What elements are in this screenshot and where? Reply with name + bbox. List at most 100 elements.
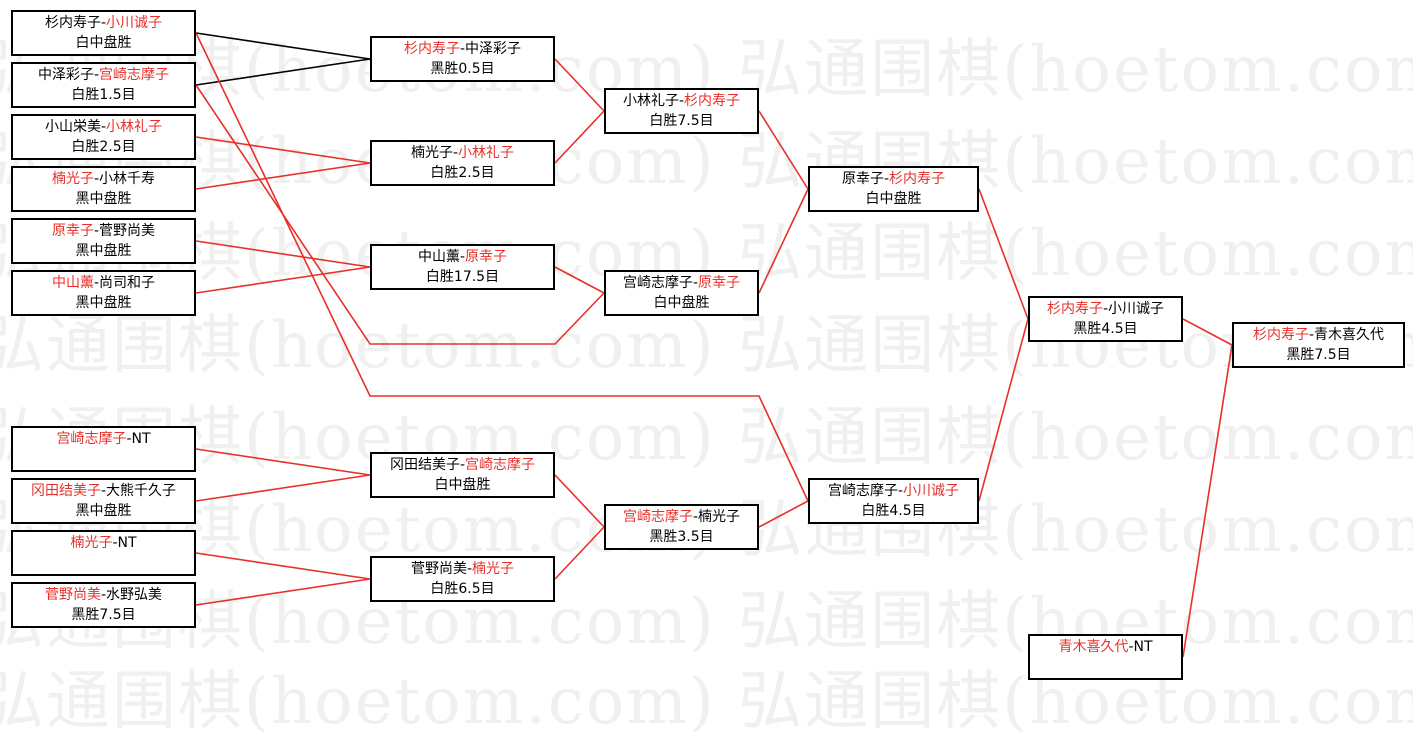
match-players: 小林礼子-杉内寿子 <box>606 91 757 111</box>
player-1: 楠光子 <box>410 145 453 161</box>
match-result: 白胜1.5目 <box>71 87 136 103</box>
player-1: 宫崎志摩子 <box>622 275 693 291</box>
match-players: 宫崎志摩子-NT <box>13 429 194 449</box>
player-2: NT <box>1133 639 1153 655</box>
match-box-r4a: 原幸子-杉内寿子白中盘胜 <box>808 166 979 212</box>
player-separator: - <box>459 249 466 265</box>
connector-r2c-to-r3b <box>554 266 605 294</box>
player-1: 原幸子 <box>841 171 884 187</box>
player-1: 菅野尚美 <box>44 587 101 603</box>
player-1: 冈田结美子 <box>30 483 101 499</box>
connector-r2e-to-r3c <box>554 526 605 580</box>
player-separator: - <box>459 457 466 473</box>
player-separator: - <box>93 67 100 83</box>
connector-r2b-to-r3a <box>554 110 605 164</box>
player-1: 中山薰 <box>51 275 94 291</box>
connector-r1a-to-r4b <box>195 32 809 502</box>
connector-r3a-to-r4a <box>758 110 809 190</box>
match-box-r2a: 杉内寿子-中泽彩子黑胜0.5目 <box>370 36 555 82</box>
player-1: 杉内寿子 <box>44 15 101 31</box>
player-separator: - <box>100 483 107 499</box>
connector-r6b-to-final <box>1182 344 1233 658</box>
player-separator: - <box>93 171 100 187</box>
player-separator: - <box>100 587 107 603</box>
player-1: 杉内寿子 <box>1046 301 1103 317</box>
match-players: 青木喜久代-NT <box>1030 637 1181 657</box>
connector-r1h-to-r2d <box>195 474 371 502</box>
match-result: 黑中盘胜 <box>75 243 132 259</box>
match-result: 黑中盘胜 <box>75 503 132 519</box>
player-2: 小川诚子 <box>106 15 163 31</box>
match-box-final: 杉内寿子-青木喜久代黑胜7.5目 <box>1232 322 1405 368</box>
connector-r1i-to-r2e <box>195 552 371 580</box>
match-players: 小山栄美-小林礼子 <box>13 117 194 137</box>
player-1: 小山栄美 <box>44 119 101 135</box>
connector-r1c-to-r2b <box>195 136 371 164</box>
match-players: 楠光子-NT <box>13 533 194 553</box>
player-1: 青木喜久代 <box>1058 639 1129 655</box>
connector-r1g-to-r2d <box>195 448 371 476</box>
connector-r1a-to-r2a <box>195 32 371 60</box>
connector-r3b-to-r4a <box>758 188 809 294</box>
player-2: NT <box>117 535 137 551</box>
match-players: 楠光子-小林礼子 <box>372 143 553 163</box>
player-2: 中泽彩子 <box>465 41 522 57</box>
match-players: 菅野尚美-水野弘美 <box>13 585 194 605</box>
match-result: 黑胜0.5目 <box>430 61 495 77</box>
player-separator: - <box>1102 301 1109 317</box>
match-result: 白中盘胜 <box>865 191 922 207</box>
match-box-r1j: 菅野尚美-水野弘美黑胜7.5目 <box>11 582 196 628</box>
player-separator: - <box>897 483 904 499</box>
match-players: 楠光子-小林千寿 <box>13 169 194 189</box>
match-box-r1b: 中泽彩子-宫崎志摩子白胜1.5目 <box>11 62 196 108</box>
connector-r1f-to-r2c <box>195 266 371 294</box>
player-2: 青木喜久代 <box>1314 327 1385 343</box>
player-2: 菅野尚美 <box>99 223 156 239</box>
match-players: 杉内寿子-中泽彩子 <box>372 39 553 59</box>
player-1: 冈田结美子 <box>389 457 460 473</box>
match-players: 杉内寿子-青木喜久代 <box>1234 325 1403 345</box>
connector-r3c-to-r4b <box>758 500 809 528</box>
player-1: 小林礼子 <box>622 93 679 109</box>
player-2: 宫崎志摩子 <box>99 67 170 83</box>
match-box-r3b: 宫崎志摩子-原幸子白中盘胜 <box>604 270 759 316</box>
match-result: 白胜7.5目 <box>649 113 714 129</box>
player-1: 楠光子 <box>51 171 94 187</box>
match-box-r1h: 冈田结美子-大熊千久子黑中盘胜 <box>11 478 196 524</box>
match-box-r3c: 宫崎志摩子-楠光子黑胜3.5目 <box>604 504 759 550</box>
match-players: 原幸子-菅野尚美 <box>13 221 194 241</box>
match-result: 黑中盘胜 <box>75 191 132 207</box>
connector-r5a-to-final <box>1182 318 1233 346</box>
player-separator: - <box>692 509 699 525</box>
match-players: 中山薰-原幸子 <box>372 247 553 267</box>
match-box-r4b: 宫崎志摩子-小川诚子白胜4.5目 <box>808 478 979 524</box>
player-2: 杉内寿子 <box>684 93 741 109</box>
match-result: 黑胜4.5目 <box>1073 321 1138 337</box>
match-players: 中泽彩子-宫崎志摩子 <box>13 65 194 85</box>
player-separator: - <box>1308 327 1315 343</box>
player-separator: - <box>112 535 118 551</box>
player-2: 大熊千久子 <box>106 483 177 499</box>
player-2: NT <box>131 431 151 447</box>
match-box-r1e: 原幸子-菅野尚美黑中盘胜 <box>11 218 196 264</box>
player-2: 楠光子 <box>698 509 741 525</box>
match-players: 菅野尚美-楠光子 <box>372 559 553 579</box>
match-players: 冈田结美子-大熊千久子 <box>13 481 194 501</box>
player-separator: - <box>1128 639 1134 655</box>
match-result: 白胜4.5目 <box>861 503 926 519</box>
player-1: 菅野尚美 <box>410 561 467 577</box>
player-separator: - <box>466 561 473 577</box>
match-result: 白胜2.5目 <box>71 139 136 155</box>
match-box-r2d: 冈田结美子-宫崎志摩子白中盘胜 <box>370 452 555 498</box>
match-players: 宫崎志摩子-楠光子 <box>606 507 757 527</box>
match-result: 白胜17.5目 <box>425 269 500 285</box>
match-box-r2c: 中山薰-原幸子白胜17.5目 <box>370 244 555 290</box>
player-2: 尚司和子 <box>99 275 156 291</box>
player-1: 杉内寿子 <box>1252 327 1309 343</box>
player-separator: - <box>452 145 459 161</box>
player-2: 小林礼子 <box>106 119 163 135</box>
player-1: 宫崎志摩子 <box>622 509 693 525</box>
match-players: 中山薰-尚司和子 <box>13 273 194 293</box>
connector-r1j-to-r2e <box>195 578 371 606</box>
player-separator: - <box>100 119 107 135</box>
